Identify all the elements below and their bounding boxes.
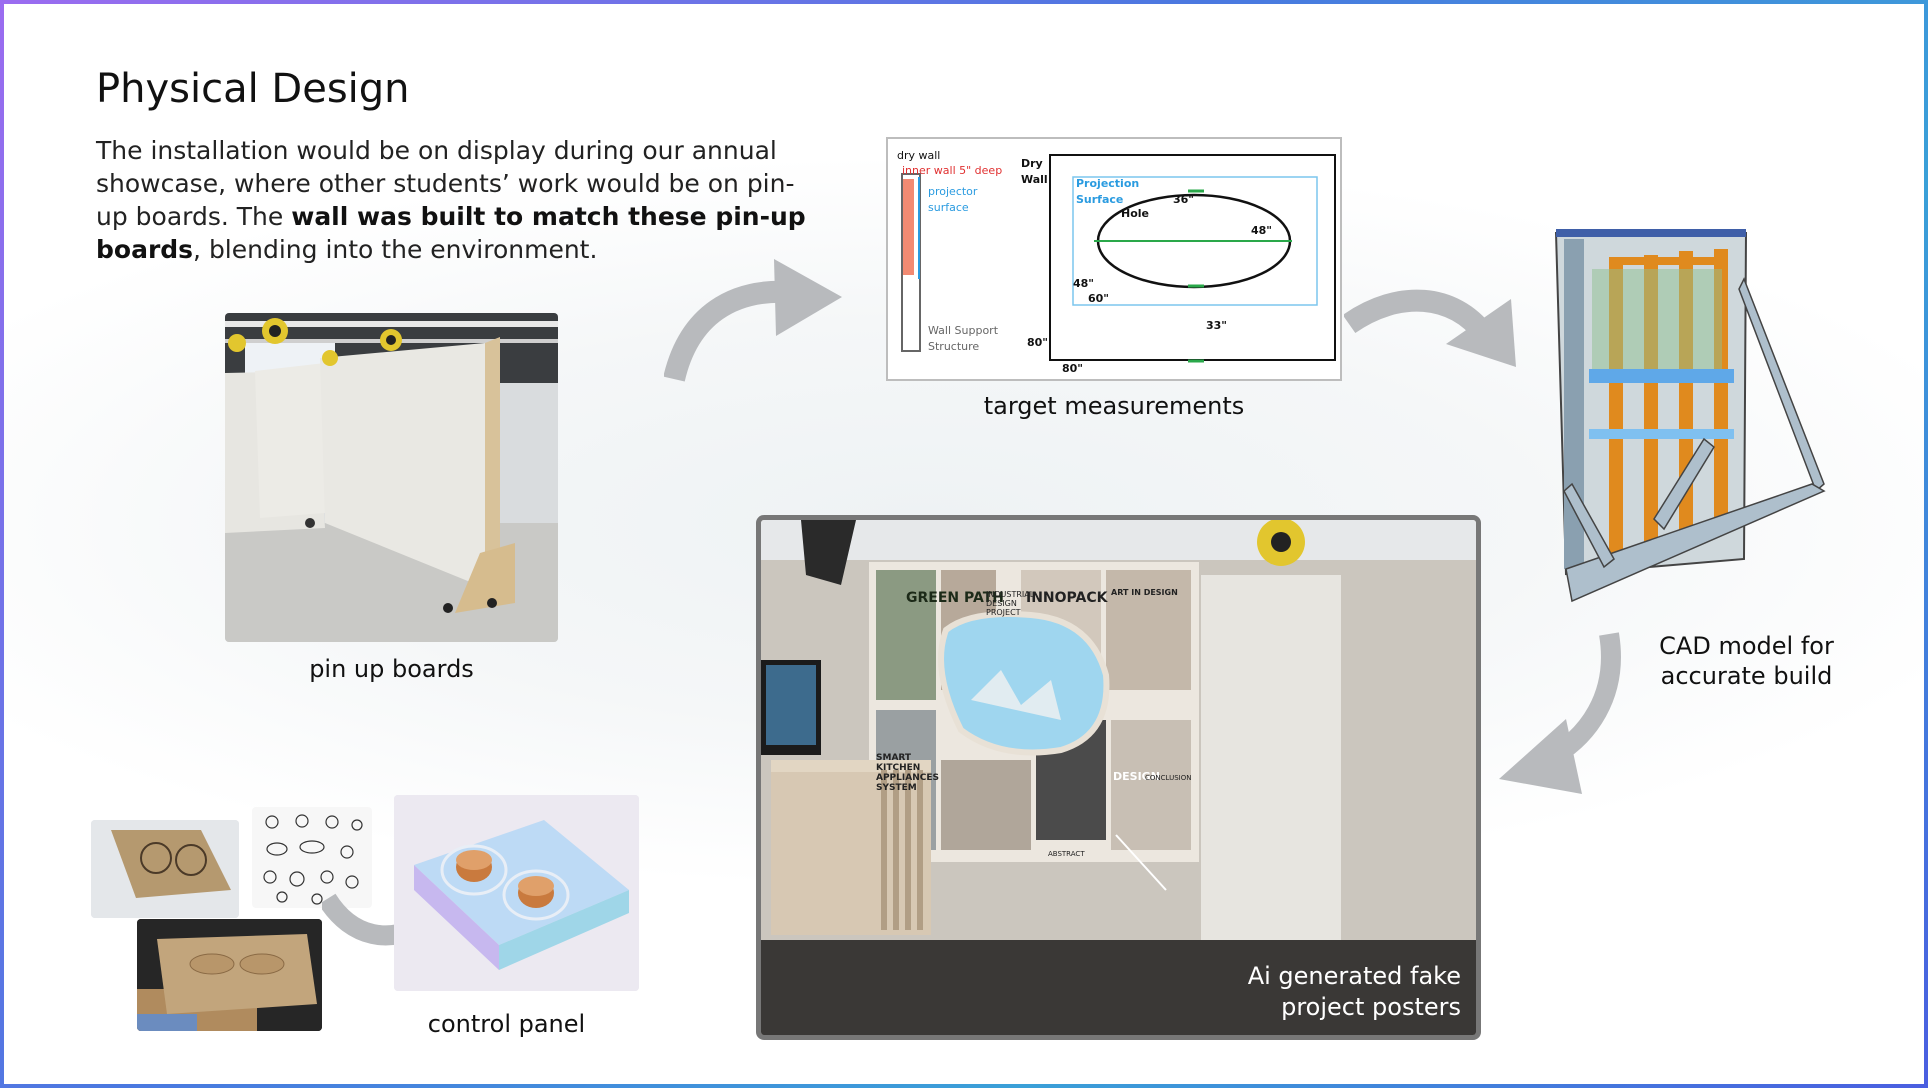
page-title: Physical Design xyxy=(96,66,410,112)
label-48-right: 48" xyxy=(1251,224,1273,237)
measurements-drawing xyxy=(901,154,1336,363)
measurements-diagram: dry wall inner wall 5" deep projector su… xyxy=(886,137,1342,381)
intro-paragraph: The installation would be on display dur… xyxy=(96,134,816,266)
label-inner-wall: inner wall 5" deep xyxy=(902,164,1003,177)
installation-photo: GREEN PATH INDUSTRIAL DESIGN PROJECT INN… xyxy=(756,515,1481,1040)
poster-label-abstract: ABSTRACT xyxy=(1048,850,1085,858)
intro-text-2: , blending into the environment. xyxy=(193,235,598,264)
control-panel-photo xyxy=(394,795,639,991)
poster-label-design: DESIGN xyxy=(1113,770,1160,783)
label-60: 60" xyxy=(1088,292,1110,305)
label-projection-2: Surface xyxy=(1076,193,1124,206)
label-dry-2: Wall xyxy=(1021,173,1048,186)
label-80-side: 80" xyxy=(1027,336,1049,349)
label-projector-2: surface xyxy=(928,201,969,214)
icon-sketches-image xyxy=(252,807,372,908)
label-80-bottom: 80" xyxy=(1062,362,1084,375)
poster-label-conclusion: CONCLUSION xyxy=(1145,774,1192,782)
target-caption: target measurements xyxy=(983,392,1245,420)
label-projector-1: projector xyxy=(928,185,978,198)
cardboard-panel-photo xyxy=(137,919,322,1031)
label-projection-1: Projection xyxy=(1076,177,1140,190)
cad-model-image xyxy=(1554,229,1834,609)
cad-caption-line1: CAD model for xyxy=(1659,632,1834,660)
arrow-to-installation xyxy=(1494,629,1629,799)
photo-annotation-line2: project posters xyxy=(1281,993,1461,1021)
pinup-caption: pin up boards xyxy=(309,655,474,683)
intro-text-1: The installation would be on display dur… xyxy=(96,136,795,231)
intro-text-bold: wall was built to match these pin-up boa… xyxy=(96,202,806,264)
poster-label-green-path: GREEN PATH xyxy=(906,590,1004,606)
photo-annotation-line1: Ai generated fake xyxy=(1247,962,1461,990)
label-hole: Hole xyxy=(1121,207,1149,220)
control-caption: control panel xyxy=(427,1010,586,1038)
label-33: 33" xyxy=(1206,319,1228,332)
poster-label-innopack: INNOPACK xyxy=(1026,590,1108,606)
label-36: 36" xyxy=(1173,193,1195,206)
arrow-to-cad xyxy=(1344,284,1534,384)
cad-caption-line2: accurate build xyxy=(1660,662,1833,690)
label-dry-1: Dry xyxy=(1021,157,1043,170)
pinup-boards-photo xyxy=(225,313,558,642)
label-support-1: Wall Support xyxy=(928,324,999,337)
control-prototype-photo xyxy=(91,820,239,918)
arrow-to-measurements xyxy=(664,254,844,384)
poster-label-kitchen: SMART KITCHEN APPLIANCES SYSTEM xyxy=(876,753,939,793)
label-dry-wall: dry wall xyxy=(897,149,941,162)
label-support-2: Structure xyxy=(928,340,980,353)
poster-label-industrial: INDUSTRIAL DESIGN PROJECT xyxy=(986,590,1035,617)
label-48-left: 48" xyxy=(1073,277,1095,290)
poster-label-art: ART IN DESIGN xyxy=(1111,588,1178,597)
